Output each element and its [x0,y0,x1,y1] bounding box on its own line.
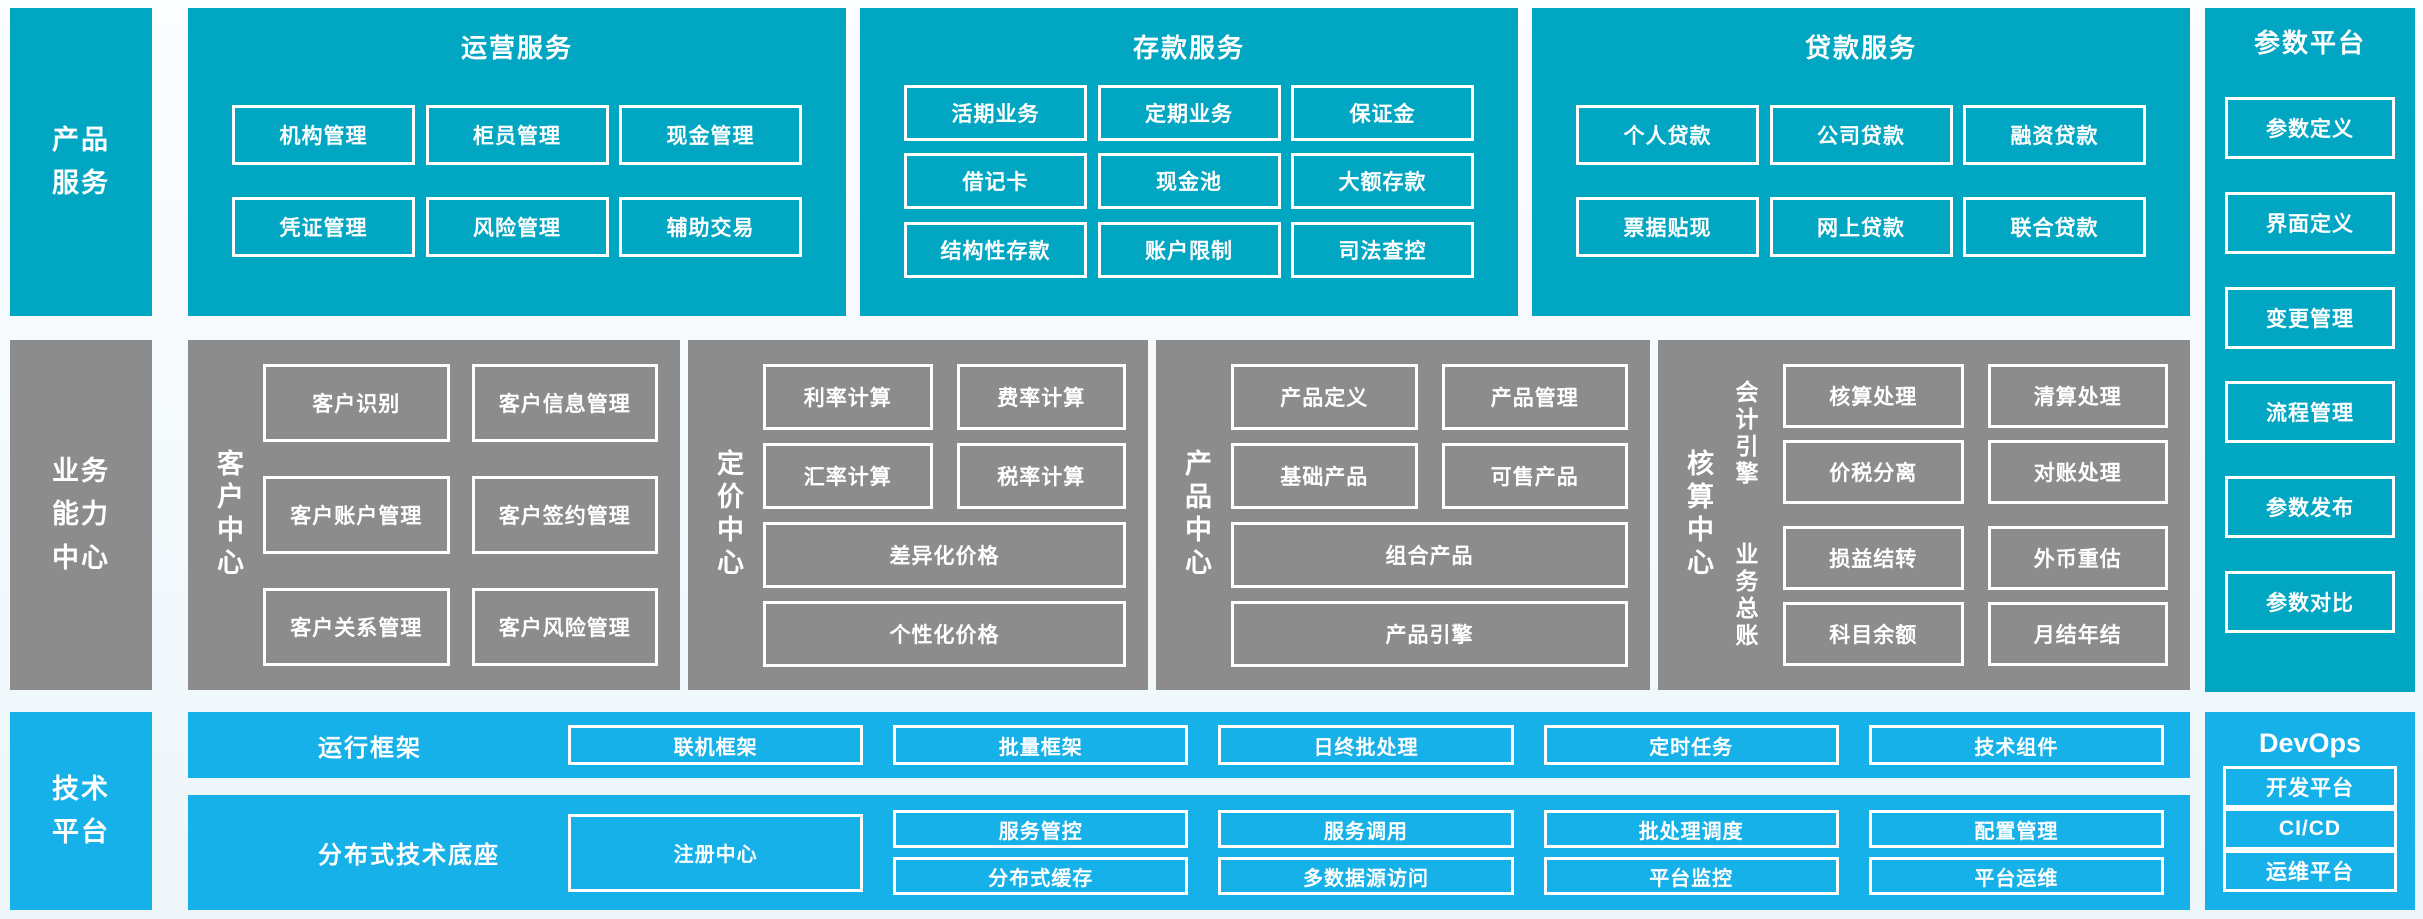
devops-item-box: CI/CD [2223,808,2397,850]
accounting-engine-label: 会计引擎 [1732,380,1758,488]
service-item-box: 保证金 [1291,84,1474,141]
service-item-box: 个人贷款 [1576,104,1759,165]
capability-item-box: 客户关系管理 [263,588,450,666]
deposit-section: 存款服务 活期业务 定期业务 保证金 借记卡 现金池 大额存款 结构性存款 账户… [860,8,1518,316]
general-ledger-group: 业务总账 损益结转 外币重估 科目余额 月结年结 [1732,526,2168,666]
accounting-center-label: 核算中心 [1683,449,1713,581]
service-item-box: 借记卡 [904,153,1087,209]
capability-item-box: 对账处理 [1987,440,2168,504]
capability-item-box: 产品管理 [1441,364,1628,430]
service-item-box: 融资贷款 [1963,104,2146,165]
tech-item-box: 平台运维 [1868,857,2164,895]
tech-item-box: 服务调用 [1218,810,1514,848]
pricing-center-label: 定价中心 [713,449,743,581]
customer-center-label: 客户中心 [213,449,243,581]
param-item-box: 参数定义 [2225,96,2395,159]
capability-item-box: 价税分离 [1783,440,1964,504]
capability-item-box: 差异化价格 [763,522,1126,588]
devops-title: DevOps [2258,727,2362,758]
service-item-box: 结构性存款 [904,221,1087,278]
accounting-center-panel: 核算中心 会计引擎 核算处理 清算处理 价税分离 对账处理 业务总账 损益结转 … [1658,340,2190,690]
capability-item-box: 可售产品 [1441,443,1628,509]
capability-item-box: 客户风险管理 [471,588,658,666]
service-item-box: 柜员管理 [425,104,609,165]
capability-item-box: 核算处理 [1783,364,1964,428]
runtime-framework-label: 运行框架 [318,734,422,762]
customer-center-panel: 客户中心 客户识别 客户信息管理 客户账户管理 客户签约管理 客户关系管理 客户… [188,340,680,690]
service-item-box: 定期业务 [1097,84,1281,141]
tech-item-box: 服务管控 [893,810,1189,848]
service-item-box: 风险管理 [425,197,609,258]
service-item-box: 联合贷款 [1963,197,2146,258]
general-ledger-label: 业务总账 [1732,542,1758,650]
capability-item-box: 客户识别 [263,364,450,442]
tech-item-box: 多数据源访问 [1218,857,1514,895]
param-item-box: 参数发布 [2225,476,2395,539]
capability-item-box: 产品定义 [1231,364,1418,430]
tech-platform-label: 技术 平台 [10,712,152,910]
capability-item-box: 利率计算 [763,364,933,430]
service-item-box: 凭证管理 [232,197,415,258]
service-item-box: 活期业务 [904,84,1087,141]
tech-item-box: 批处理调度 [1543,810,1839,848]
devops-item-box: 运维平台 [2223,850,2397,892]
service-item-box: 网上贷款 [1769,197,1953,258]
service-item-box: 现金池 [1097,153,1281,209]
devops-item-box: 开发平台 [2223,766,2397,808]
service-item-box: 司法查控 [1291,221,1474,278]
service-item-box: 账户限制 [1097,221,1281,278]
tech-item-box: 技术组件 [1868,725,2164,765]
deposit-title: 存款服务 [1132,32,1245,63]
param-platform-title: 参数平台 [2253,27,2366,58]
tech-item-box: 平台监控 [1543,857,1839,895]
service-item-box: 大额存款 [1291,153,1474,209]
capability-item-box: 组合产品 [1231,522,1628,588]
param-platform-panel: 参数平台 参数定义 界面定义 变更管理 流程管理 参数发布 参数对比 [2205,8,2415,692]
capability-item-box: 客户账户管理 [263,476,450,554]
service-item-box: 现金管理 [619,104,802,165]
distributed-base-band: 分布式技术底座 注册中心 服务管控 服务调用 批处理调度 配置管理 分布式缓存 … [188,795,2190,910]
operations-title: 运营服务 [460,32,573,63]
tech-item-box: 配置管理 [1868,810,2164,848]
loan-title: 贷款服务 [1804,32,1917,63]
loan-section: 贷款服务 个人贷款 公司贷款 融资贷款 票据贴现 网上贷款 联合贷款 [1532,8,2190,316]
capability-item-box: 产品引擎 [1231,601,1628,667]
capability-item-box: 月结年结 [1987,602,2168,666]
service-item-box: 辅助交易 [619,197,802,258]
capability-item-box: 个性化价格 [763,601,1126,667]
param-item-box: 变更管理 [2225,286,2395,349]
distributed-base-label: 分布式技术底座 [318,842,500,869]
tech-item-box: 批量框架 [893,725,1189,765]
param-item-box: 流程管理 [2225,381,2395,444]
product-services-label: 产品 服务 [10,8,152,316]
runtime-framework-band: 运行框架 联机框架 批量框架 日终批处理 定时任务 技术组件 [188,712,2190,778]
operations-section: 运营服务 机构管理 柜员管理 现金管理 凭证管理 风险管理 辅助交易 [188,8,846,316]
capability-item-box: 税率计算 [956,443,1126,509]
param-item-box: 参数对比 [2225,571,2395,634]
capability-item-box: 基础产品 [1231,443,1418,509]
service-item-box: 公司贷款 [1769,104,1953,165]
product-center-label: 产品中心 [1181,449,1211,581]
capability-item-box: 费率计算 [956,364,1126,430]
business-capability-label: 业务 能力 中心 [10,340,152,690]
capability-item-box: 汇率计算 [763,443,933,509]
tech-item-box: 定时任务 [1543,725,1839,765]
devops-panel: DevOps 开发平台 CI/CD 运维平台 [2205,712,2415,910]
service-item-box: 票据贴现 [1576,197,1759,258]
capability-item-box: 外币重估 [1987,526,2168,590]
registry-center-box: 注册中心 [568,813,864,892]
service-item-box: 机构管理 [232,104,415,165]
tech-item-box: 日终批处理 [1218,725,1514,765]
pricing-center-panel: 定价中心 利率计算 费率计算 汇率计算 税率计算 差异化价格 个性化价格 [688,340,1148,690]
tech-item-box: 联机框架 [568,725,864,765]
capability-item-box: 科目余额 [1783,602,1964,666]
capability-item-box: 客户签约管理 [471,476,658,554]
product-center-panel: 产品中心 产品定义 产品管理 基础产品 可售产品 组合产品 产品引擎 [1156,340,1650,690]
capability-item-box: 客户信息管理 [471,364,658,442]
accounting-engine-group: 会计引擎 核算处理 清算处理 价税分离 对账处理 [1732,364,2168,504]
capability-item-box: 清算处理 [1987,364,2168,428]
tech-item-box: 分布式缓存 [893,857,1189,895]
param-item-box: 界面定义 [2225,191,2395,254]
capability-item-box: 损益结转 [1783,526,1964,590]
